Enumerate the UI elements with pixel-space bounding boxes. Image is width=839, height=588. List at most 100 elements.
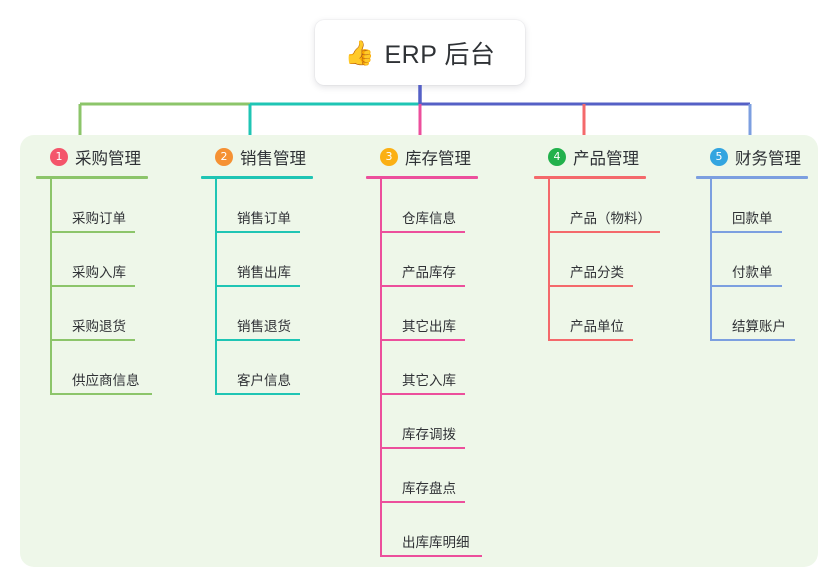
- branch-item-label: 出库库明细: [402, 535, 470, 550]
- branch-title: 采购管理: [75, 150, 141, 168]
- branch-item-underline: [50, 231, 135, 233]
- branch-title-underline: [534, 176, 646, 179]
- branch-item[interactable]: 库存盘点: [380, 449, 478, 503]
- branch-item[interactable]: 出库库明细: [380, 503, 482, 557]
- branch-number-badge: 5: [710, 148, 728, 166]
- branch-number-badge: 2: [215, 148, 233, 166]
- branch-number-badge: 4: [548, 148, 566, 166]
- branch-title-underline: [36, 176, 148, 179]
- branch-item-label: 其它入库: [402, 373, 456, 388]
- branch-item-underline: [50, 393, 152, 395]
- branch-title-underline: [366, 176, 478, 179]
- branch-title: 财务管理: [735, 150, 801, 168]
- branch-item[interactable]: 结算账户: [710, 287, 808, 341]
- branch-item[interactable]: 产品分类: [548, 233, 651, 287]
- branch-item-label: 仓库信息: [402, 211, 456, 226]
- branch-item-underline: [548, 231, 660, 233]
- branch-item-label: 产品单位: [570, 319, 624, 334]
- branch-item[interactable]: 销售出库: [215, 233, 313, 287]
- branch-column-5[interactable]: 5 财务管理回款单付款单结算账户: [696, 145, 808, 341]
- branch-item-label: 其它出库: [402, 319, 456, 334]
- branch-item-label: 销售出库: [237, 265, 291, 280]
- branch-item-underline: [548, 285, 633, 287]
- branch-item-label: 回款单: [732, 211, 773, 226]
- branch-item-underline: [380, 231, 465, 233]
- branch-item-label: 库存调拨: [402, 427, 456, 442]
- branch-item-label: 供应商信息: [72, 373, 140, 388]
- branch-item[interactable]: 客户信息: [215, 341, 313, 395]
- branch-item-underline: [50, 339, 135, 341]
- branch-item-label: 付款单: [732, 265, 773, 280]
- branch-item-underline: [380, 447, 465, 449]
- branch-spine: [50, 179, 52, 395]
- branch-spine: [710, 179, 712, 341]
- branch-header-4[interactable]: 4 产品管理: [534, 145, 651, 169]
- branch-item-label: 采购入库: [72, 265, 126, 280]
- branch-item-underline: [380, 285, 465, 287]
- branch-item[interactable]: 仓库信息: [380, 179, 478, 233]
- branch-item-label: 客户信息: [237, 373, 291, 388]
- branch-item-underline: [215, 285, 300, 287]
- branch-item[interactable]: 采购退货: [50, 287, 148, 341]
- branch-item[interactable]: 其它入库: [380, 341, 478, 395]
- branch-item-underline: [215, 393, 300, 395]
- branch-column-2[interactable]: 2 销售管理销售订单销售出库销售退货客户信息: [201, 145, 313, 395]
- thumbs-up-icon: 👍: [344, 38, 375, 67]
- branch-item[interactable]: 供应商信息: [50, 341, 152, 395]
- branch-header-5[interactable]: 5 财务管理: [696, 145, 808, 169]
- branch-title: 库存管理: [405, 150, 471, 168]
- branch-item-underline: [548, 339, 633, 341]
- branch-header-3[interactable]: 3 库存管理: [366, 145, 478, 169]
- branch-spine: [380, 179, 382, 557]
- branch-item[interactable]: 产品库存: [380, 233, 478, 287]
- root-node-title: ERP 后台: [384, 40, 496, 69]
- branch-item[interactable]: 库存调拨: [380, 395, 478, 449]
- branch-title: 产品管理: [573, 150, 639, 168]
- branch-item-underline: [710, 285, 782, 287]
- branch-item[interactable]: 回款单: [710, 179, 808, 233]
- branch-item[interactable]: 付款单: [710, 233, 808, 287]
- branch-item-underline: [380, 555, 482, 557]
- branch-item-underline: [215, 231, 300, 233]
- branch-item-underline: [380, 393, 465, 395]
- branch-title: 销售管理: [240, 150, 306, 168]
- branch-item-underline: [380, 501, 465, 503]
- branch-item[interactable]: 采购订单: [50, 179, 148, 233]
- branch-item-underline: [215, 339, 300, 341]
- branches-panel: [20, 135, 818, 567]
- branch-item[interactable]: 产品单位: [548, 287, 651, 341]
- branch-header-2[interactable]: 2 销售管理: [201, 145, 313, 169]
- branch-column-4[interactable]: 4 产品管理产品（物料） 产品分类产品单位: [534, 145, 660, 341]
- branch-column-1[interactable]: 1 采购管理采购订单采购入库采购退货供应商信息: [36, 145, 152, 395]
- branch-number-badge: 1: [50, 148, 68, 166]
- branch-item-label: 产品（物料）: [570, 211, 651, 226]
- branch-item-list: 回款单付款单结算账户: [710, 179, 808, 341]
- branch-item-label: 采购退货: [72, 319, 126, 334]
- branch-item[interactable]: 销售退货: [215, 287, 313, 341]
- branch-item-list: 采购订单采购入库采购退货供应商信息: [50, 179, 152, 395]
- branch-item-label: 销售退货: [237, 319, 291, 334]
- branch-item-list: 销售订单销售出库销售退货客户信息: [215, 179, 313, 395]
- branch-item[interactable]: 产品（物料）: [548, 179, 660, 233]
- root-node[interactable]: 👍 ERP 后台: [315, 20, 525, 85]
- branch-item[interactable]: 销售订单: [215, 179, 313, 233]
- branch-item-underline: [380, 339, 465, 341]
- branch-item-label: 销售订单: [237, 211, 291, 226]
- branch-item-label: 产品库存: [402, 265, 456, 280]
- branch-item-list: 仓库信息产品库存其它出库其它入库库存调拨库存盘点出库库明细: [380, 179, 482, 557]
- branch-item[interactable]: 采购入库: [50, 233, 148, 287]
- branch-number-badge: 3: [380, 148, 398, 166]
- branch-title-underline: [696, 176, 808, 179]
- branch-item-list: 产品（物料） 产品分类产品单位: [548, 179, 660, 341]
- branch-item-underline: [710, 231, 782, 233]
- branch-item-label: 产品分类: [570, 265, 624, 280]
- branch-column-3[interactable]: 3 库存管理仓库信息产品库存其它出库其它入库库存调拨库存盘点出库库明细: [366, 145, 482, 557]
- branch-spine: [215, 179, 217, 395]
- branch-item-label: 采购订单: [72, 211, 126, 226]
- branch-item[interactable]: 其它出库: [380, 287, 478, 341]
- branch-header-1[interactable]: 1 采购管理: [36, 145, 148, 169]
- branch-item-underline: [50, 285, 135, 287]
- branch-item-label: 库存盘点: [402, 481, 456, 496]
- branch-spine: [548, 179, 550, 341]
